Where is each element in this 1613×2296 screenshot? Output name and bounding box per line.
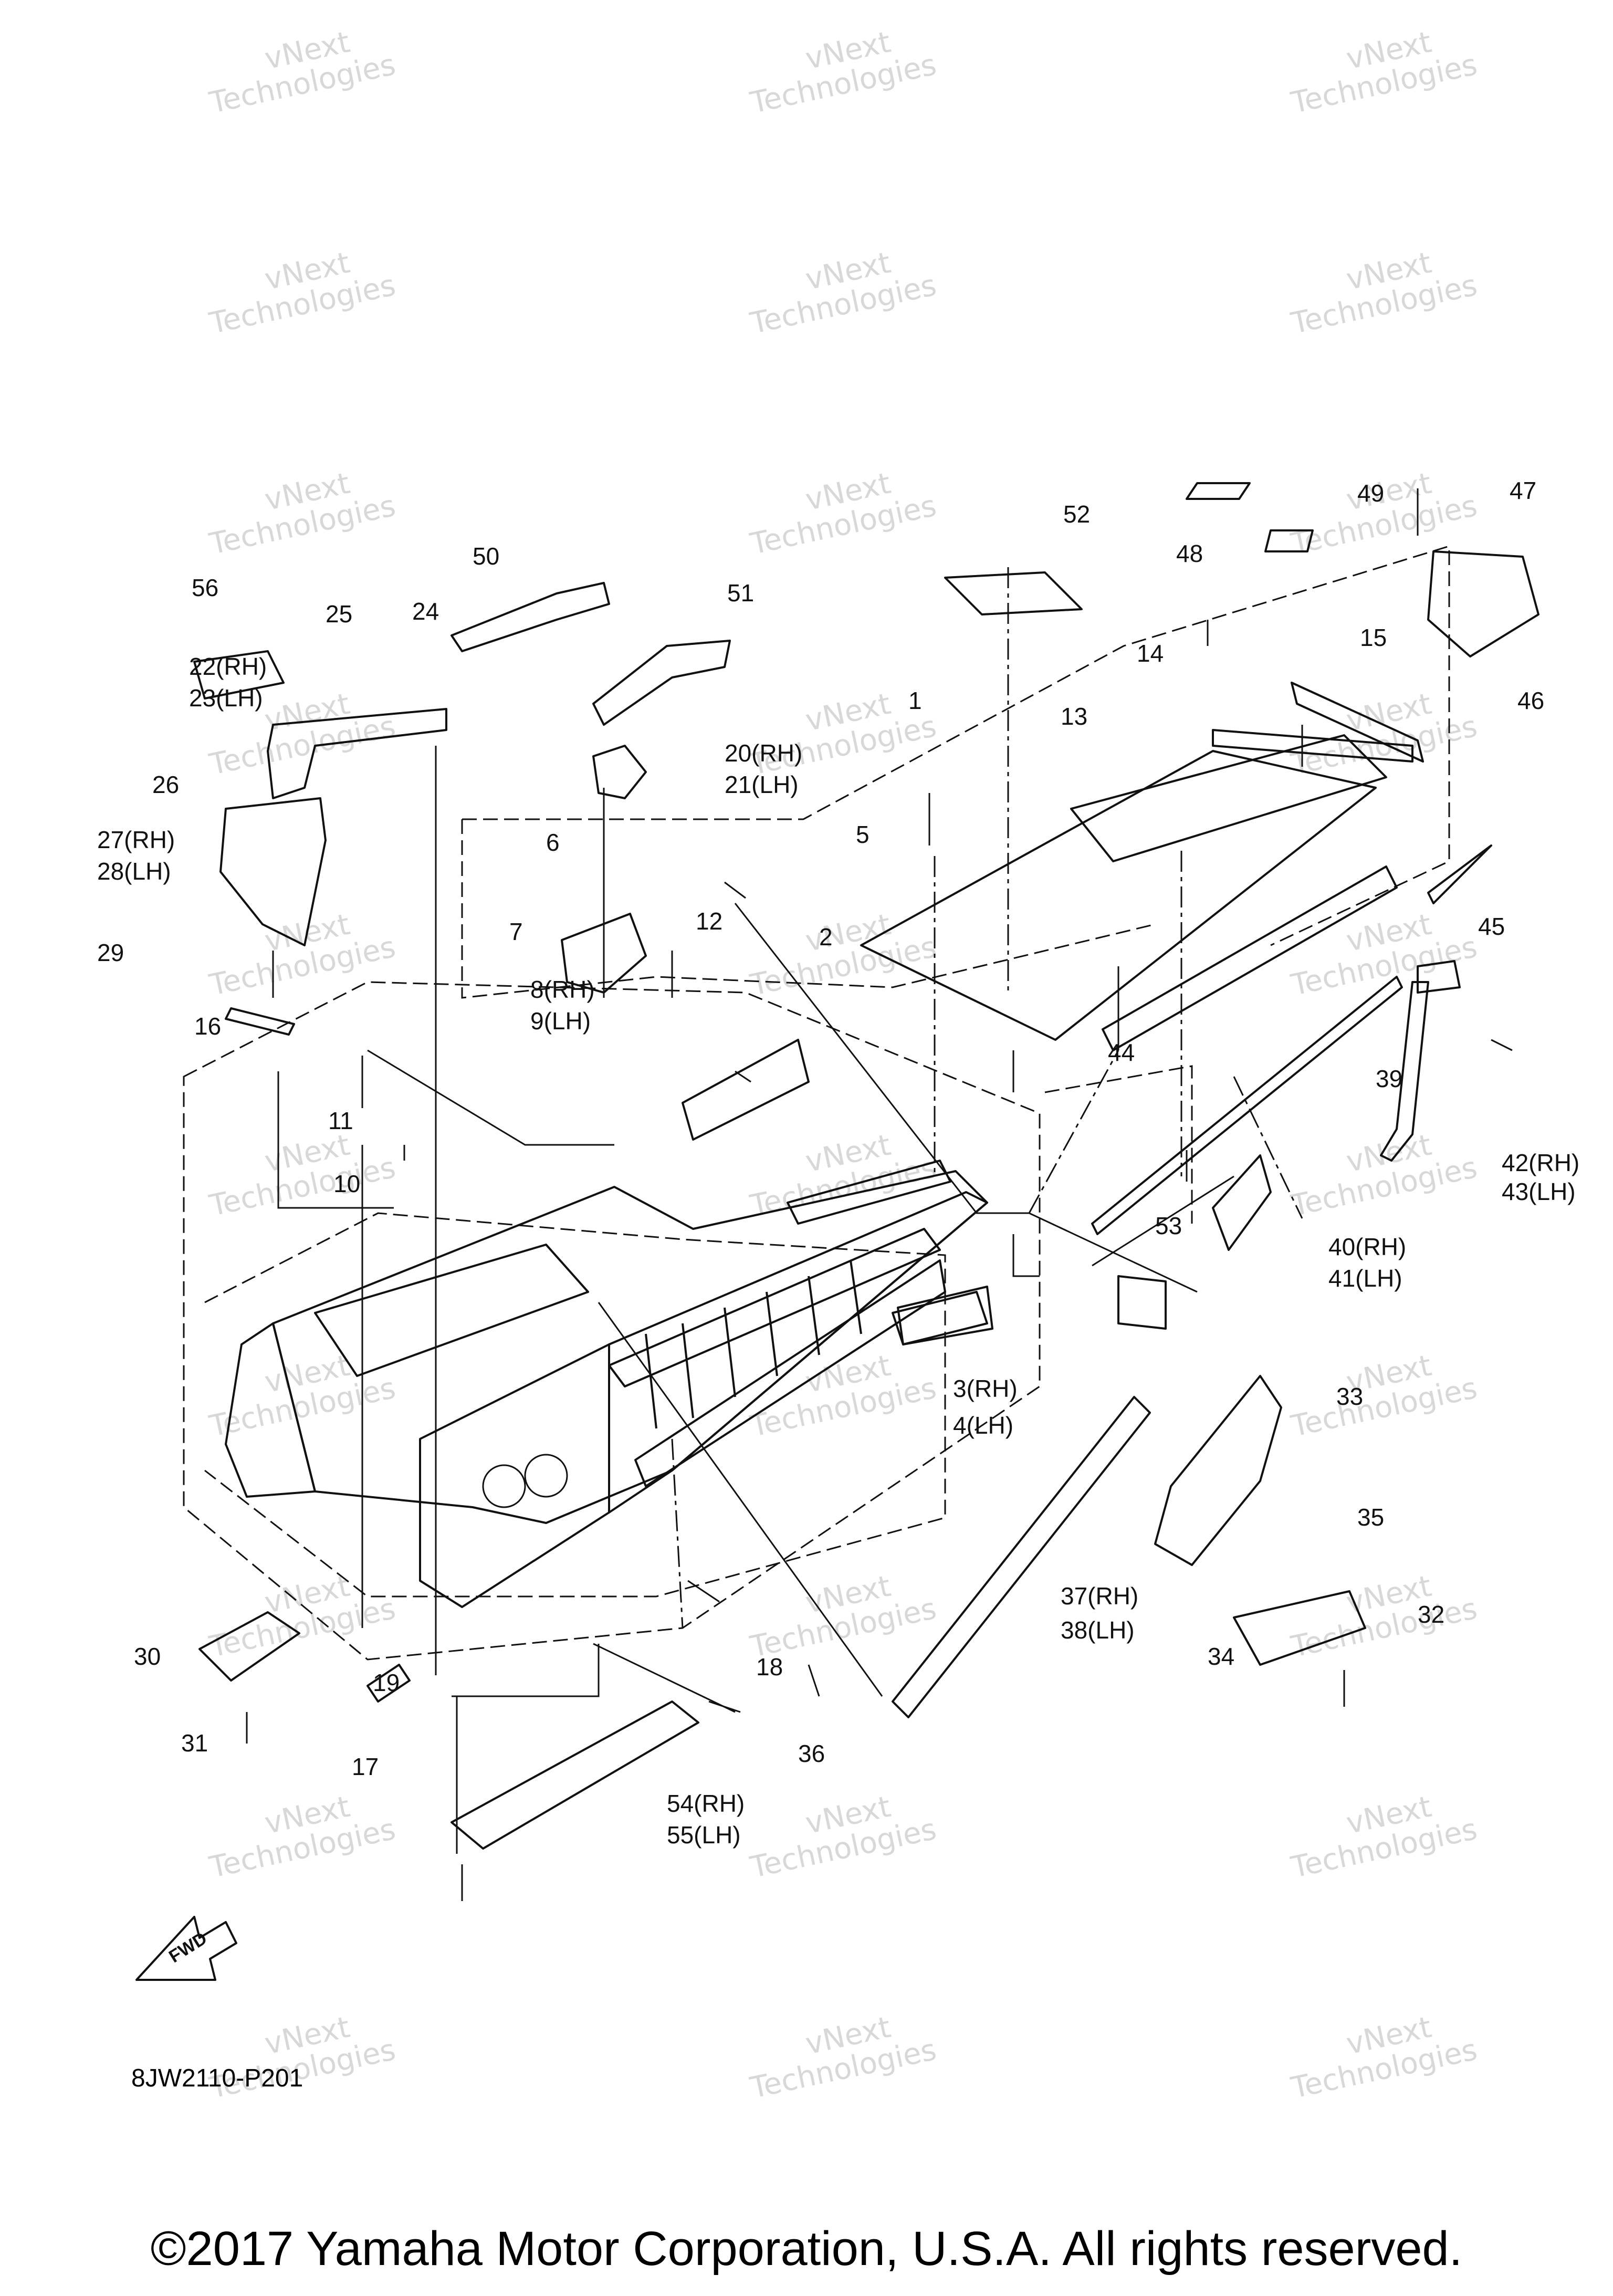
callout-32: 32 <box>1418 1601 1444 1628</box>
callout-31: 31 <box>181 1729 208 1757</box>
callout-9lh: 9(LH) <box>530 1007 591 1035</box>
small-parts <box>193 482 1539 1901</box>
leader-lines <box>277 567 1303 1854</box>
callout-26: 26 <box>152 771 179 798</box>
callout-27rh: 27(RH) <box>97 826 175 853</box>
callout-2: 2 <box>819 923 833 951</box>
chassis-frame <box>225 1039 993 1608</box>
callout-10: 10 <box>333 1170 360 1197</box>
callout-14: 14 <box>1137 640 1164 667</box>
callout-40rh: 40(RH) <box>1328 1233 1406 1260</box>
callout-13: 13 <box>1061 703 1087 730</box>
callout-42rh: 42(RH) <box>1502 1149 1579 1176</box>
callout-15: 15 <box>1360 624 1387 651</box>
callout-35: 35 <box>1357 1504 1384 1531</box>
callout-56: 56 <box>192 574 218 601</box>
callout-33: 33 <box>1336 1383 1363 1410</box>
callout-39: 39 <box>1376 1065 1402 1092</box>
callout-22rh: 22(RH) <box>189 653 267 680</box>
callout-20rh: 20(RH) <box>725 739 802 767</box>
callout-18: 18 <box>756 1653 783 1681</box>
fwd-arrow-icon: FWD <box>135 1916 237 1981</box>
callout-41lh: 41(LH) <box>1328 1265 1402 1292</box>
fwd-label: FWD <box>165 1928 211 1967</box>
callout-53: 53 <box>1155 1212 1182 1239</box>
callout-46: 46 <box>1517 687 1544 714</box>
callout-44: 44 <box>1108 1039 1135 1066</box>
callout-52: 52 <box>1063 500 1090 528</box>
callout-6: 6 <box>546 829 560 856</box>
callout-50: 50 <box>473 542 499 570</box>
callout-43lh: 43(LH) <box>1502 1178 1576 1205</box>
callout-29: 29 <box>97 939 124 966</box>
callout-17: 17 <box>352 1753 379 1780</box>
group-outlines <box>183 545 1450 1661</box>
copyright-caption: ©2017 Yamaha Motor Corporation, U.S.A. A… <box>150 2222 1463 2276</box>
callout-25: 25 <box>326 600 352 628</box>
callout-layer: 123(RH)4(LH)5678(RH)9(LH)101112131415161… <box>97 477 1579 1849</box>
callout-54rh: 54(RH) <box>667 1790 745 1817</box>
callout-24: 24 <box>412 598 439 625</box>
callout-47: 47 <box>1510 477 1536 504</box>
callout-34: 34 <box>1208 1643 1234 1670</box>
callout-23lh: 23(LH) <box>189 684 263 712</box>
tunnel-top-assembly <box>860 682 1424 1051</box>
callout-38lh: 38(LH) <box>1061 1616 1135 1644</box>
callout-51: 51 <box>727 579 754 607</box>
callout-12: 12 <box>696 907 722 935</box>
callout-28lh: 28(LH) <box>97 858 171 885</box>
callout-48: 48 <box>1176 540 1203 567</box>
callout-19: 19 <box>373 1669 400 1696</box>
callout-5: 5 <box>856 821 870 848</box>
callout-1: 1 <box>908 687 922 714</box>
callout-45: 45 <box>1478 913 1505 940</box>
callout-36: 36 <box>798 1740 825 1767</box>
callout-4lh: 4(LH) <box>953 1412 1013 1439</box>
callout-30: 30 <box>134 1643 161 1670</box>
callout-8rh: 8(RH) <box>530 976 595 1003</box>
callout-16: 16 <box>194 1013 221 1040</box>
callout-21lh: 21(LH) <box>725 771 799 798</box>
callout-7: 7 <box>509 918 523 945</box>
callout-3rh: 3(RH) <box>953 1375 1018 1402</box>
callout-37rh: 37(RH) <box>1061 1582 1138 1610</box>
diagram-code: 8JW2110-P201 <box>131 2064 303 2092</box>
callout-49: 49 <box>1357 479 1384 507</box>
callout-11: 11 <box>328 1107 353 1134</box>
callout-55lh: 55(LH) <box>667 1821 741 1849</box>
